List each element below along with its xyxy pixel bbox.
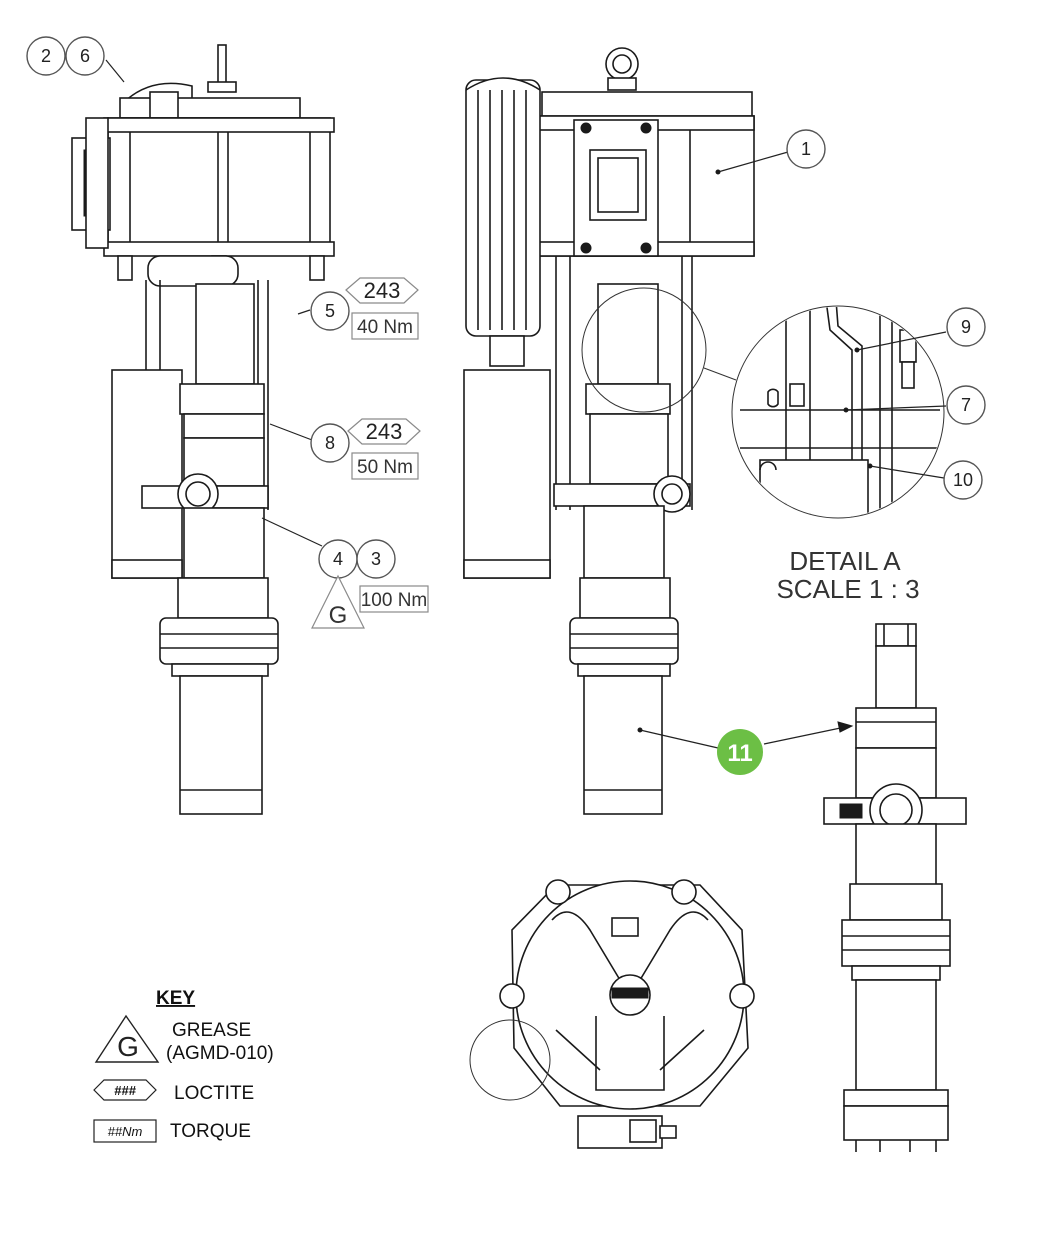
loctite-tag-2: 243 (347, 418, 421, 445)
svg-text:8: 8 (325, 433, 335, 453)
svg-text:3: 3 (371, 549, 381, 569)
callout-1: 1 (786, 129, 826, 169)
key-torque-symbol (93, 1119, 157, 1143)
key-grease-code: (AGMD-010) (166, 1043, 274, 1064)
key-legend: KEY G GREASE (AGMD-010) ### LOCTITE ##Nm… (93, 988, 274, 1143)
svg-text:243: 243 (364, 278, 401, 303)
callout-10: 10 (943, 460, 983, 500)
svg-text:243: 243 (366, 419, 403, 444)
svg-text:40 Nm: 40 Nm (357, 317, 413, 338)
svg-text:DETAIL A: DETAIL A (789, 546, 901, 576)
key-grease-label: GREASE (172, 1020, 251, 1041)
callout-7: 7 (946, 385, 986, 425)
svg-text:2: 2 (41, 46, 51, 66)
svg-text:50 Nm: 50 Nm (357, 457, 413, 478)
grease-symbol: G (311, 574, 365, 629)
svg-text:5: 5 (325, 301, 335, 321)
svg-text:6: 6 (80, 46, 90, 66)
svg-text:11: 11 (727, 740, 752, 767)
callout-11-highlight: 11 (717, 729, 763, 775)
key-heading: KEY (156, 988, 195, 1009)
callout-8: 8 (310, 423, 350, 463)
key-loctite-label: LOCTITE (174, 1083, 254, 1104)
key-torque-label: TORQUE (170, 1121, 251, 1142)
middle-front-view (463, 47, 755, 815)
torque-tag-100: 100 Nm (359, 585, 429, 613)
callout-5: 5 (310, 291, 350, 331)
svg-text:9: 9 (961, 317, 971, 337)
svg-text:G: G (329, 602, 348, 629)
torque-tag-50: 50 Nm (351, 452, 419, 480)
leader-lines (105, 59, 854, 749)
svg-text:100 Nm: 100 Nm (361, 590, 428, 611)
svg-text:###: ### (114, 1083, 136, 1098)
key-grease-symbol (94, 1014, 160, 1063)
detail-a-title: DETAIL A SCALE 1 : 3 (776, 546, 919, 604)
svg-text:G: G (117, 1031, 139, 1062)
svg-text:7: 7 (961, 395, 971, 415)
right-pump-tube-view (823, 623, 967, 1152)
torque-tag-40: 40 Nm (351, 312, 419, 340)
svg-text:SCALE 1 : 3: SCALE 1 : 3 (776, 574, 919, 604)
left-side-view (71, 44, 335, 815)
callout-9: 9 (946, 307, 986, 347)
callout-6: 6 (65, 36, 105, 76)
callout-3: 3 (356, 539, 396, 579)
svg-text:10: 10 (953, 470, 973, 490)
loctite-tag-1: 243 (345, 277, 419, 304)
callout-4: 4 (318, 539, 358, 579)
key-loctite-symbol (93, 1079, 157, 1101)
svg-text:1: 1 (801, 139, 811, 159)
svg-text:4: 4 (333, 549, 343, 569)
detail-a-view (731, 305, 947, 519)
callout-2: 2 (26, 36, 66, 76)
bottom-top-down-view (469, 879, 755, 1149)
svg-text:##Nm: ##Nm (108, 1124, 143, 1139)
